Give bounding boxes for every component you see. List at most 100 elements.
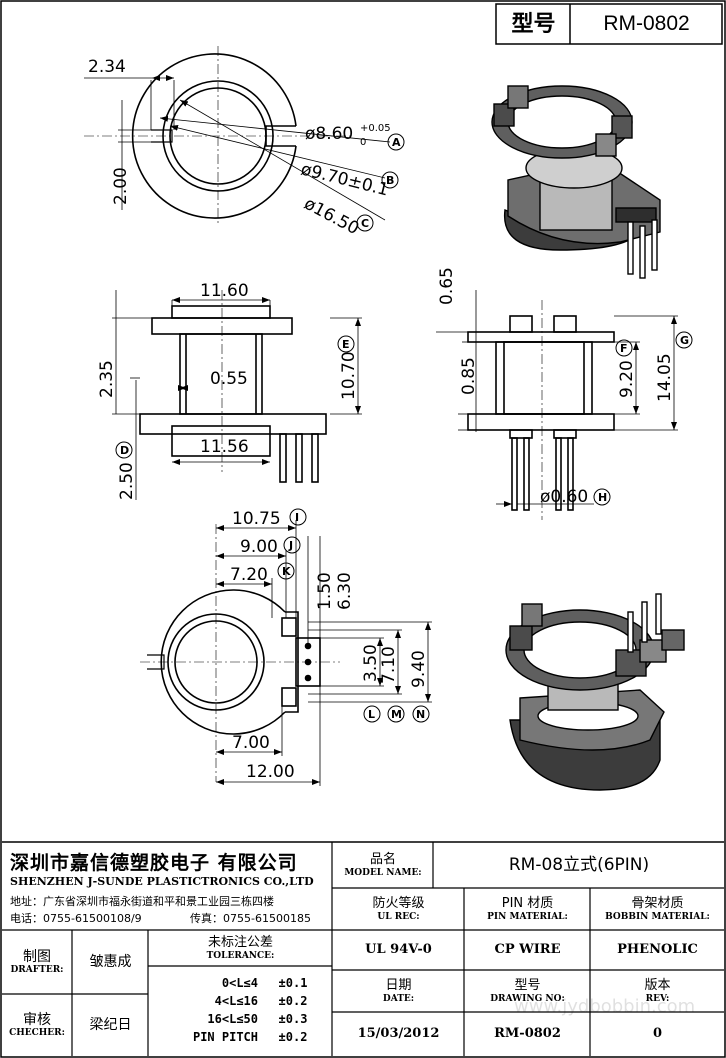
tolerance-value: ±0.2	[278, 1030, 308, 1044]
checker-name: 梁纪日	[89, 1017, 132, 1034]
marker-h: H	[593, 488, 611, 506]
dim-10-75: 10.75	[232, 509, 281, 529]
svg-text:I: I	[295, 511, 299, 524]
dim-7-00: 7.00	[232, 733, 270, 753]
drawing-no-cn: 型号	[514, 977, 541, 993]
bobbin-material-label: 骨架材质 BOBBIN MATERIAL:	[591, 889, 724, 930]
tolerance-row: 16<L≤50±0.3	[170, 1012, 328, 1026]
svg-text:H: H	[598, 491, 607, 504]
isometric-view-top	[491, 85, 661, 279]
rev-value: 0	[652, 1026, 663, 1042]
ul-value: UL 94V-0	[365, 942, 432, 958]
dim-2-00: 2.00	[111, 167, 131, 205]
marker-n: N	[412, 705, 430, 723]
isometric-view-bottom	[505, 593, 685, 791]
tolerance-value: ±0.1	[278, 976, 308, 990]
dim-2-35: 2.35	[97, 360, 117, 398]
dim-6-30: 6.30	[335, 572, 355, 610]
dim-10-70: 10.70	[339, 351, 359, 400]
tolerance-value: ±0.2	[278, 994, 308, 1008]
marker-b: B	[381, 171, 399, 189]
dim-7-10: 7.10	[379, 646, 399, 684]
dim-0-85: 0.85	[459, 357, 479, 395]
model-name-value: RM-08立式(6PIN)	[508, 854, 650, 875]
dim-dia-8-60-tol-up: +0.05	[360, 123, 391, 134]
svg-text:J: J	[288, 539, 293, 552]
model-name-en: MODEL NAME:	[344, 867, 422, 878]
drafter-name: 皱惠成	[89, 954, 132, 971]
bobbin-material-en: BOBBIN MATERIAL:	[605, 911, 710, 922]
marker-m: M	[387, 705, 405, 723]
dim-7-20: 7.20	[230, 565, 268, 585]
header-box	[495, 3, 723, 45]
ul-label-en: UL REC:	[377, 911, 420, 922]
pin-material-label: PIN 材质 PIN MATERIAL:	[465, 889, 590, 930]
dim-11-60: 11.60	[200, 281, 249, 301]
svg-text:D: D	[120, 444, 129, 457]
checker-label: 审核 CHECHER:	[2, 995, 72, 1056]
front-view	[112, 290, 362, 500]
svg-text:K: K	[282, 565, 291, 578]
marker-e: E	[337, 335, 355, 353]
dim-dia-16-50: ø16.50	[301, 194, 363, 239]
top-view	[84, 46, 391, 226]
tolerance-row: PIN PITCH ±0.2	[170, 1030, 328, 1044]
side-view	[436, 290, 678, 520]
tolerance-range: PIN PITCH	[192, 1030, 258, 1044]
marker-j: J	[283, 536, 301, 554]
ul-label-cn: 防火等级	[372, 895, 425, 911]
tolerance-title-en: TOLERANCE:	[206, 950, 275, 961]
drafter-label-en: DRAFTER:	[10, 965, 64, 976]
checker-label-en: CHECHER:	[9, 1028, 65, 1039]
dim-3-50: 3.50	[361, 644, 381, 682]
svg-text:L: L	[368, 708, 375, 721]
dim-11-56: 11.56	[200, 437, 249, 457]
model-value: RM-0802	[603, 12, 690, 36]
date-label-cn: 日期	[385, 977, 412, 993]
dim-dia-8-60-tol-dn: 0	[360, 137, 366, 148]
drawing-no-value: RM-0802	[494, 1026, 561, 1042]
rev-label-en: REV:	[645, 993, 670, 1004]
dim-dia-0-60: ø0.60	[540, 487, 588, 507]
dim-14-05: 14.05	[655, 353, 675, 402]
watermark: www.jydbobbin.com	[514, 996, 696, 1017]
svg-text:C: C	[361, 217, 369, 230]
marker-a: A	[387, 133, 405, 151]
bottom-view	[140, 520, 432, 786]
bobbin-material-value: PHENOLIC	[617, 942, 698, 958]
svg-text:G: G	[680, 334, 689, 347]
dim-1-50: 1.50	[315, 572, 335, 610]
dim-2-50: 2.50	[117, 462, 137, 500]
date-label-en: DATE:	[382, 993, 415, 1004]
model-label: 型号	[511, 11, 556, 37]
svg-text:B: B	[386, 174, 394, 187]
tolerance-range: 0<L≤4	[221, 976, 258, 990]
company-name-en: SHENZHEN J-SUNDE PLASTICTRONICS CO.,LTD	[10, 875, 314, 888]
marker-i: I	[289, 508, 307, 526]
marker-d: D	[115, 441, 133, 459]
ul-label: 防火等级 UL REC:	[333, 889, 464, 930]
drafter-label-cn: 制图	[23, 949, 51, 966]
pin-material-cn: PIN 材质	[501, 895, 554, 911]
svg-text:A: A	[392, 136, 401, 149]
marker-l: L	[363, 705, 381, 723]
model-name-cn: 品名	[369, 851, 396, 867]
drawing-no-en: DRAWING NO:	[490, 993, 565, 1004]
rev-label: 版本 REV:	[591, 971, 724, 1012]
company-phone: 电话：0755-61500108/9	[10, 912, 142, 925]
dim-dia-8-60: ø8.60	[305, 124, 353, 144]
company-fax: 传真：0755-61500185	[190, 912, 311, 925]
dim-0-55: 0.55	[210, 369, 248, 389]
date-label: 日期 DATE:	[333, 971, 464, 1012]
dim-2-34: 2.34	[88, 57, 126, 77]
svg-text:E: E	[342, 338, 350, 351]
tolerance-range: 4<L≤16	[214, 994, 258, 1008]
dim-9-00: 9.00	[240, 537, 278, 557]
pin-material-en: PIN MATERIAL:	[487, 911, 568, 922]
model-name-label: 品名 MODEL NAME:	[333, 843, 433, 888]
tolerance-row: 0<L≤4 ±0.1	[170, 976, 328, 990]
rev-label-cn: 版本	[644, 977, 671, 993]
dim-0-65: 0.65	[437, 267, 457, 305]
